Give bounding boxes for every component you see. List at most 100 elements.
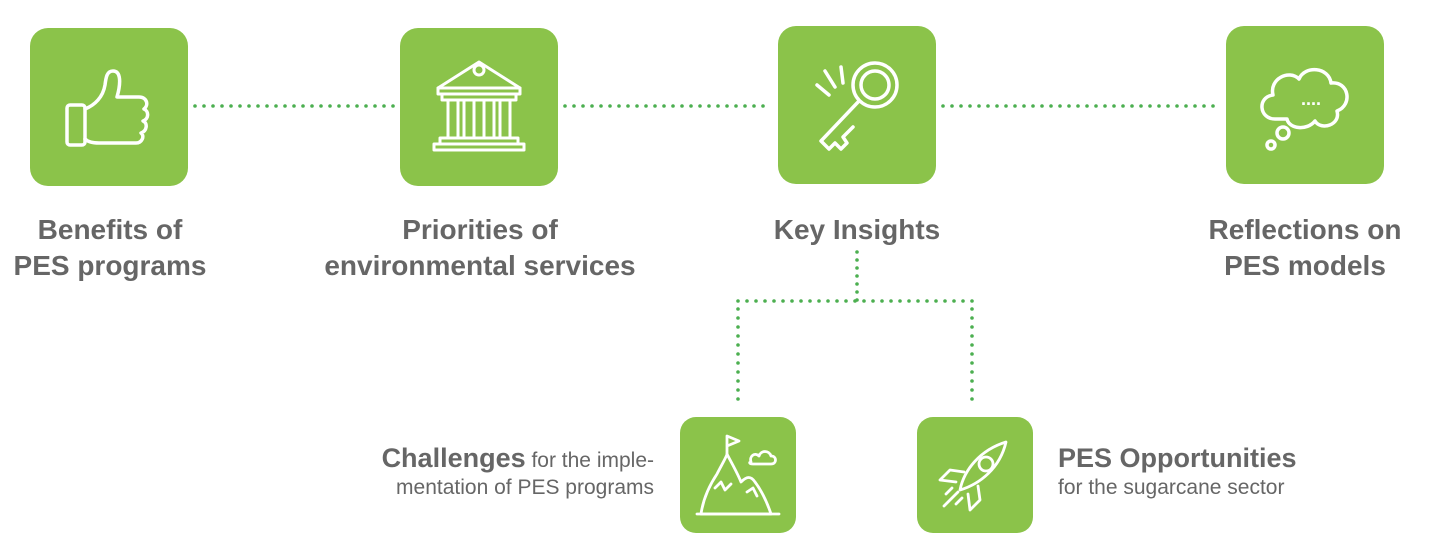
opportunities-tile (917, 417, 1033, 533)
connector-dot (736, 361, 740, 365)
thought-cloud-icon: .... (1260, 68, 1349, 151)
connector-dot (817, 299, 821, 303)
connector-dot (1193, 104, 1197, 108)
connector-dot (761, 104, 765, 108)
connector-dot (862, 299, 866, 303)
connector-dot (925, 299, 929, 303)
connector-dot (871, 299, 875, 303)
connector-dot (781, 299, 785, 303)
connector-dot (1040, 104, 1044, 108)
connector-dot (671, 104, 675, 108)
priorities-tile (400, 28, 558, 186)
connector-dot (1175, 104, 1179, 108)
connector-dot (743, 104, 747, 108)
connector-dot (725, 104, 729, 108)
connector-dot (247, 104, 251, 108)
connector-dot (898, 299, 902, 303)
connector-dot (1184, 104, 1188, 108)
connector-dot (1067, 104, 1071, 108)
connector-dot (844, 299, 848, 303)
connector-dot (950, 104, 954, 108)
priorities-label: Priorities of environmental services (300, 212, 660, 284)
connector-dot (970, 307, 974, 311)
connector-dot (698, 104, 702, 108)
connector-dot (970, 361, 974, 365)
challenges-bold: Challenges (381, 443, 526, 473)
connector-dot (986, 104, 990, 108)
connector-dot (880, 299, 884, 303)
connector-dot (907, 299, 911, 303)
connector-dot (754, 299, 758, 303)
connector-dot (337, 104, 341, 108)
connector-dot (745, 299, 749, 303)
thumbs-up-icon (65, 69, 150, 147)
benefits-tile (30, 28, 188, 186)
connector-dot (943, 299, 947, 303)
connector-dot (889, 299, 893, 303)
connector-dot (716, 104, 720, 108)
connector-dot (1085, 104, 1089, 108)
priorities-line2: environmental services (324, 250, 636, 281)
connector-dot (799, 299, 803, 303)
challenges-text: Challenges for the imple- mentation of P… (270, 445, 654, 501)
connector-dot (855, 274, 859, 278)
connector-3-4 (941, 104, 1215, 108)
connector-dot (707, 104, 711, 108)
connector-dot (572, 104, 576, 108)
connector-dot (211, 104, 215, 108)
connector-dot (1049, 104, 1053, 108)
connector-dot (1022, 104, 1026, 108)
connector-dot (292, 104, 296, 108)
reflections-label: Reflections on PES models (1180, 212, 1429, 284)
connector-dot (1166, 104, 1170, 108)
connector-dot (970, 352, 974, 356)
key-insights-label: Key Insights (737, 212, 977, 248)
connector-dot (689, 104, 693, 108)
connector-dot (970, 397, 974, 401)
connector-dot (355, 104, 359, 108)
connector-2-3 (563, 104, 765, 108)
connector-dot (229, 104, 233, 108)
key-insights-line1: Key Insights (773, 214, 941, 245)
connector-dot (256, 104, 260, 108)
challenges-line2: mentation of PES programs (396, 476, 654, 499)
connector-dot (855, 266, 859, 270)
connector-dot (1157, 104, 1161, 108)
connector-dot (1139, 104, 1143, 108)
connector-dot (941, 104, 945, 108)
connector-dot (626, 104, 630, 108)
connector-dot (608, 104, 612, 108)
connector-dot (970, 299, 974, 303)
connector-dot (193, 104, 197, 108)
connector-dot (934, 299, 938, 303)
connector-dot (734, 104, 738, 108)
connector-dot (970, 325, 974, 329)
connector-dot (826, 299, 830, 303)
connector-dot (763, 299, 767, 303)
connector-dot (581, 104, 585, 108)
connector-dot (680, 104, 684, 108)
connector-dot (952, 299, 956, 303)
connector-dot (736, 343, 740, 347)
connector-1-2 (193, 104, 395, 108)
connector-dot (835, 299, 839, 303)
connector-dot (563, 104, 567, 108)
connector-dot (970, 370, 974, 374)
connector-dot (855, 258, 859, 262)
reflections-tile: .... (1226, 26, 1384, 184)
connector-dot (1076, 104, 1080, 108)
connector-dot (301, 104, 305, 108)
connector-dot (855, 290, 859, 294)
cloud-dots-text: .... (1301, 89, 1321, 109)
key-insights-tile (778, 26, 936, 184)
reflections-line2: PES models (1224, 250, 1386, 281)
connector-dot (970, 388, 974, 392)
opportunities-bold: PES Opportunities (1058, 443, 1297, 473)
connector-dot (1211, 104, 1215, 108)
connector-dot (736, 397, 740, 401)
challenges-rest: for the imple- (525, 449, 654, 472)
connector-dot (346, 104, 350, 108)
opportunities-line2: for the sugarcane sector (1058, 476, 1285, 499)
connector-dot (977, 104, 981, 108)
